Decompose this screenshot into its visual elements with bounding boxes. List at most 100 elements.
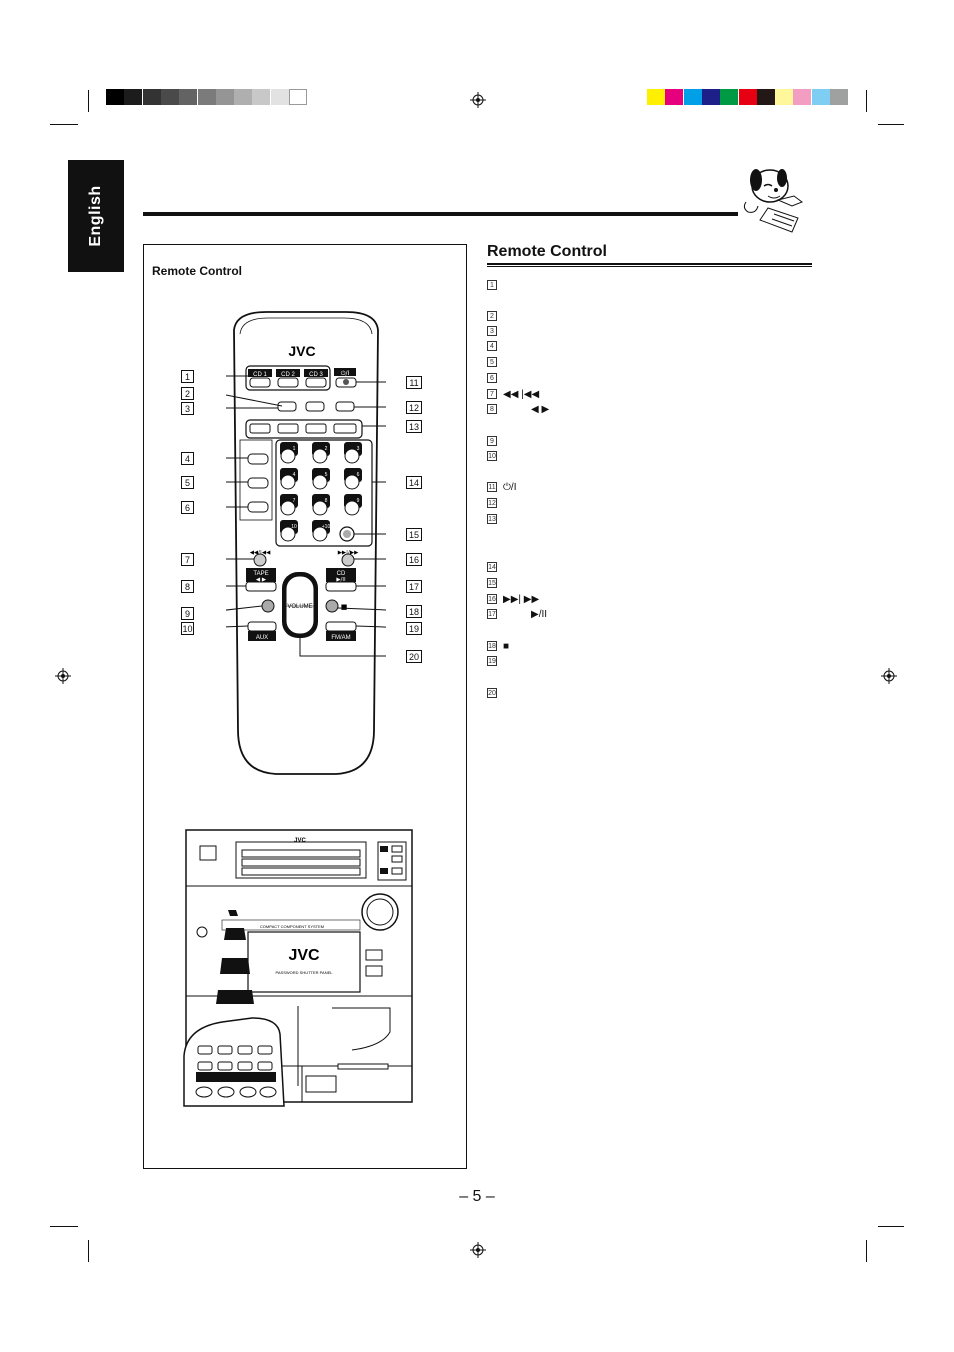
legend-symbol: ▶/II — [531, 608, 548, 620]
color-swatch — [289, 89, 307, 105]
callout-18: 18 — [406, 605, 422, 618]
legend-item: 1 — [487, 279, 503, 291]
unit-brand-logo: JVC — [288, 947, 320, 964]
callout-6: 6 — [181, 501, 194, 514]
color-swatch — [720, 89, 739, 105]
callout-20: 20 — [406, 650, 422, 663]
legend-item: 8◀ ▶ — [487, 403, 549, 415]
legend-number: 15 — [487, 578, 497, 588]
legend-item: 7 ◀◀ |◀◀ — [487, 388, 539, 400]
keypad-key — [280, 448, 296, 464]
main-unit-illustration: JVC COMPACT COMPONENT SYSTEM JVC PASSWOR… — [183, 829, 413, 1107]
legend-item: 11⏻/I — [487, 481, 516, 493]
legend-item: 12 — [487, 497, 503, 509]
legend-number: 16 — [487, 594, 497, 604]
color-swatch — [215, 89, 234, 105]
legend-item: 18■ — [487, 640, 509, 652]
callout-10: 10 — [181, 622, 194, 635]
keypad-key-label: 5 — [325, 472, 328, 478]
cd1-label: CD 1 — [253, 372, 267, 378]
keypad-key — [344, 500, 360, 516]
registration-mark-icon — [470, 92, 486, 108]
registration-mark-icon — [881, 668, 897, 684]
callout-5: 5 — [181, 476, 194, 489]
keypad-key — [312, 526, 328, 542]
callout-2: 2 — [181, 387, 194, 400]
crop-mark — [866, 1240, 867, 1262]
callout-8: 8 — [181, 580, 194, 593]
crop-mark — [866, 90, 867, 112]
fm-am-label: FM/AM — [331, 635, 350, 641]
crop-mark — [878, 1226, 904, 1227]
legend-item: 5 — [487, 356, 503, 368]
legend-number: 1 — [487, 280, 497, 290]
cd2-label: CD 2 — [281, 372, 295, 378]
callout-1: 1 — [181, 370, 194, 383]
color-swatch — [811, 89, 830, 105]
crop-mark — [88, 90, 89, 112]
legend-item: 14 — [487, 561, 503, 573]
legend-item: 2 — [487, 310, 503, 322]
language-tab-label: English — [87, 185, 104, 247]
legend-item: 13 — [487, 513, 503, 525]
legend-number: 6 — [487, 373, 497, 383]
keypad-key-label: 4 — [293, 472, 296, 478]
legend-number: 7 — [487, 389, 497, 399]
keypad-key — [344, 448, 360, 464]
keypad-key-label: 6 — [357, 472, 360, 478]
keypad-key — [312, 448, 328, 464]
color-swatch — [197, 89, 216, 105]
legend-symbol: ◀◀ |◀◀ — [503, 388, 540, 400]
legend-number: 14 — [487, 562, 497, 572]
cd-play-pause-label: ▶/II — [336, 577, 346, 583]
remote-brand-logo: JVC — [288, 343, 315, 359]
keypad-key-label: 1 — [293, 446, 296, 452]
callout-11: 11 — [406, 376, 422, 389]
legend-number: 4 — [487, 341, 497, 351]
color-swatch — [830, 89, 848, 105]
color-swatch — [701, 89, 720, 105]
legend-number: 5 — [487, 357, 497, 367]
illustration-panel — [143, 244, 467, 1169]
legend-item: 4 — [487, 340, 503, 352]
callout-9: 9 — [181, 607, 194, 620]
unit-top-brand: JVC — [294, 838, 306, 844]
volume-label: VOLUME — [287, 604, 312, 610]
tape-label: TAPE — [253, 571, 268, 577]
callout-19: 19 — [406, 622, 422, 635]
callout-16: 16 — [406, 553, 422, 566]
registration-mark-icon — [470, 1242, 486, 1258]
legend-item: 20 — [487, 687, 503, 699]
callout-14: 14 — [406, 476, 422, 489]
color-swatch — [738, 89, 757, 105]
section-title-rule — [487, 263, 812, 267]
header-rule — [143, 212, 738, 216]
registration-mark-icon — [55, 668, 71, 684]
color-swatch — [270, 89, 289, 105]
color-swatch — [252, 89, 271, 105]
keypad-key — [312, 474, 328, 490]
legend-number: 12 — [487, 498, 497, 508]
callout-15: 15 — [406, 528, 422, 541]
color-swatch — [647, 89, 665, 105]
color-swatch — [160, 89, 179, 105]
keypad-key-label: 9 — [357, 498, 360, 504]
callout-4: 4 — [181, 452, 194, 465]
stop-label: ■ — [341, 603, 348, 611]
crop-mark — [50, 124, 78, 125]
legend-number: 10 — [487, 451, 497, 461]
legend-item: 9 — [487, 435, 503, 447]
language-tab: English — [68, 160, 124, 272]
legend-symbol: ■ — [503, 640, 510, 652]
legend-item: 3 — [487, 325, 503, 337]
color-swatch — [756, 89, 775, 105]
legend-number: 11 — [487, 482, 497, 492]
cd3-label: CD 3 — [309, 372, 323, 378]
tape-direction-label: ◀ ▶ — [256, 577, 267, 583]
legend-item: 15 — [487, 577, 503, 589]
unit-panel-text: PASSWORD SHUTTER PANEL — [276, 970, 334, 975]
page-number: – 5 – — [459, 1188, 495, 1205]
panel-heading: Remote Control — [152, 264, 242, 278]
crop-mark — [88, 1240, 89, 1262]
